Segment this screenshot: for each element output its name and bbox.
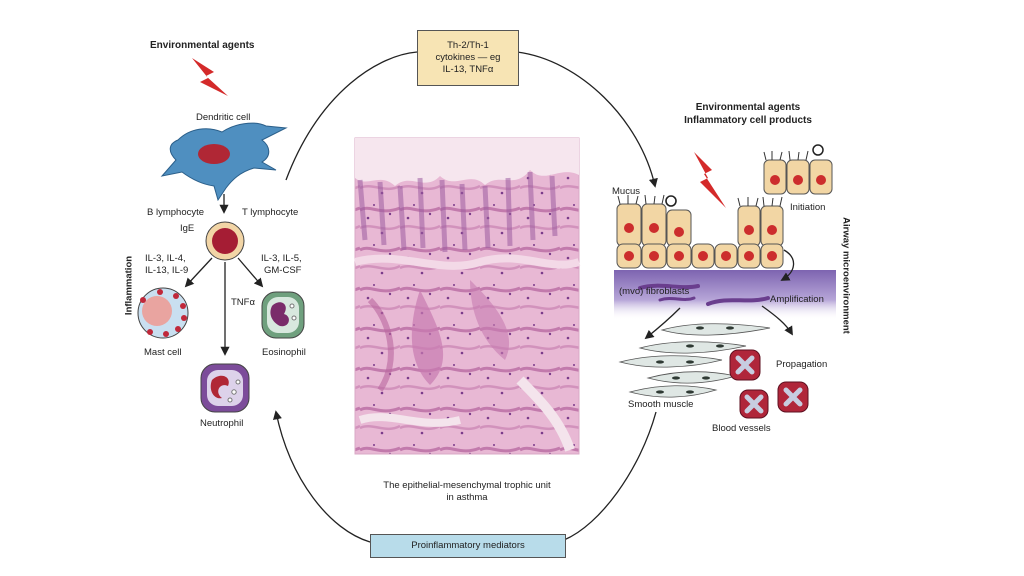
- airway-microenvironment-label: Airway microenvironment: [840, 217, 852, 334]
- mesenchyme-band: [614, 270, 836, 320]
- histology-image: [353, 137, 581, 455]
- neutrophil-icon: [200, 363, 250, 413]
- il-left-line-2: IL-13, IL-9: [145, 265, 189, 276]
- cycle-arc-bottom-left: [273, 410, 371, 543]
- il-right-line-1: IL-3, IL-5,: [261, 253, 302, 264]
- smooth-muscle-label: Smooth muscle: [628, 399, 694, 410]
- epithelium-layer: [616, 194, 784, 269]
- proinflammatory-label: Proinflammatory mediators: [411, 540, 525, 551]
- cycle-arc-top-right: [516, 51, 658, 188]
- dendritic-cell-label: Dendritic cell: [196, 112, 251, 123]
- ige-label: IgE: [180, 223, 195, 234]
- tnf-label: TNFα: [231, 297, 255, 308]
- b-lymphocyte-label: B lymphocyte: [147, 207, 205, 218]
- il-right-line-2: GM-CSF: [264, 265, 302, 276]
- mast-cell-label: Mast cell: [144, 347, 182, 358]
- blood-vessels-label: Blood vessels: [712, 423, 771, 434]
- cytokines-box: Th-2/Th-1 cytokines — eg IL-13, TNFα: [417, 30, 519, 86]
- cycle-arc-top-left: [285, 51, 418, 181]
- inflammation-label: Inflammation: [123, 255, 135, 316]
- left-environmental-agents: Environmental agents: [150, 40, 255, 51]
- right-environmental-agents: Environmental agents: [695, 102, 801, 113]
- cytokines-line-2: cytokines — eg: [435, 52, 501, 63]
- cytokines-line-3: IL-13, TNFα: [442, 64, 494, 75]
- mast-cell-icon: [137, 287, 189, 339]
- eosinophil-label: Eosinophil: [262, 347, 306, 358]
- eosinophil-icon: [261, 291, 305, 339]
- propagation-label: Propagation: [776, 359, 828, 370]
- lightning-icon-right: [694, 152, 726, 208]
- initiation-cells: [763, 144, 833, 195]
- caption-line-1: The epithelial-mesenchymal trophic unit: [383, 480, 551, 491]
- proinflammatory-box: Proinflammatory mediators: [370, 534, 566, 558]
- fibroblasts-label: (mvo) fibroblasts: [619, 286, 690, 297]
- neutrophil-label: Neutrophil: [200, 418, 244, 429]
- cycle-arc-bottom-right: [563, 411, 657, 541]
- lightning-icon-left: [192, 58, 228, 96]
- t-lymphocyte-label: T lymphocyte: [242, 207, 299, 218]
- mucus-label: Mucus: [612, 186, 640, 197]
- il-left-line-1: IL-3, IL-4,: [145, 253, 186, 264]
- caption-line-2: in asthma: [446, 492, 488, 503]
- inflammatory-cell-products: Inflammatory cell products: [684, 115, 812, 126]
- blood-vessels-icon: [729, 349, 809, 419]
- smooth-muscle-cells: [618, 323, 771, 398]
- cytokines-line-1: Th-2/Th-1: [447, 40, 489, 51]
- amplification-label: Amplification: [770, 294, 824, 305]
- initiation-label: Initiation: [790, 202, 826, 213]
